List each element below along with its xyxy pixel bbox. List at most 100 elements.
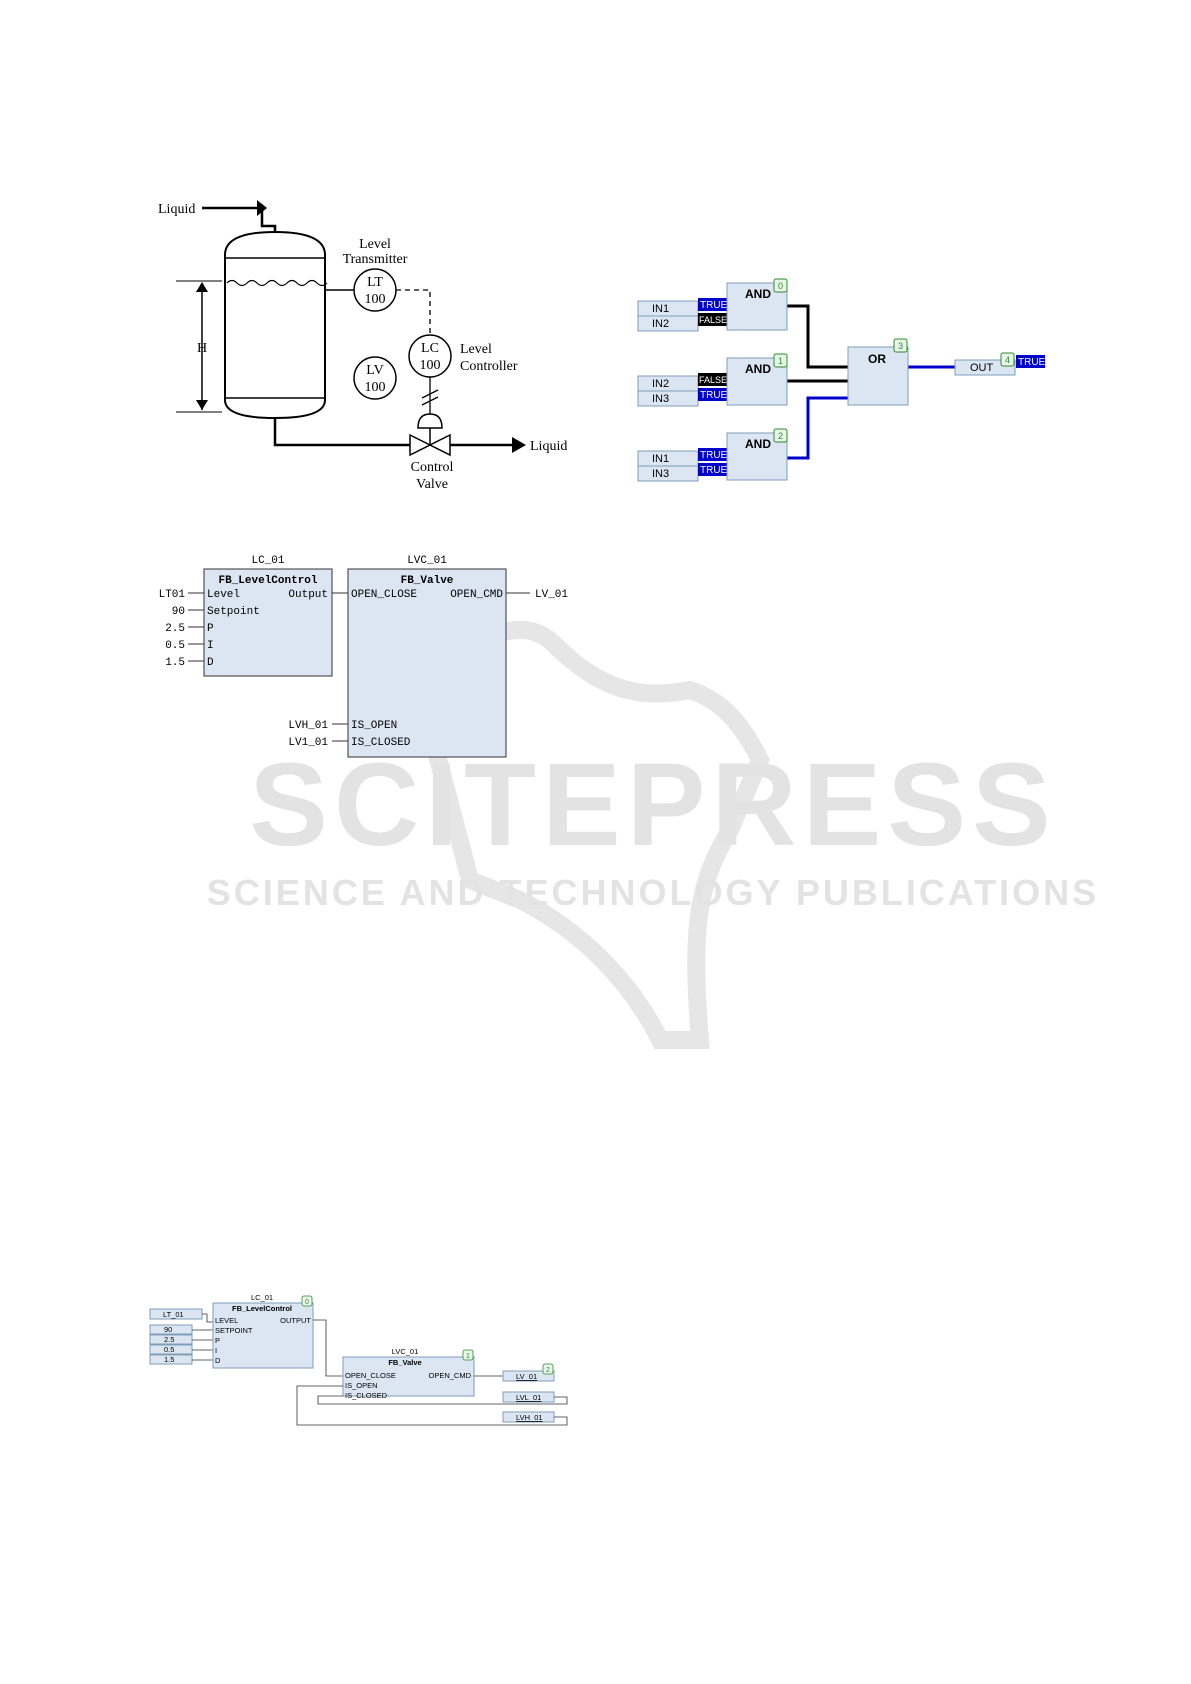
and0-value-2: FALSE bbox=[699, 315, 727, 325]
lc-input-value-level: LT01 bbox=[159, 589, 186, 601]
outlet-pipe bbox=[273, 418, 410, 447]
pid-diagram: Liquid H Level Transmitter LT 100 LC 100… bbox=[158, 200, 567, 492]
cs-lc-input-i: I bbox=[215, 1346, 217, 1355]
lvc-instance-label: LVC_01 bbox=[407, 555, 447, 567]
cs-lc-input-p: P bbox=[215, 1336, 220, 1345]
cs-lc-input-level: LEVEL bbox=[215, 1316, 238, 1325]
lv-instrument bbox=[353, 356, 397, 400]
lc-block[interactable] bbox=[203, 568, 333, 677]
and-gate-0[interactable]: IN1 IN2 TRUE FALSE AND 0 bbox=[637, 278, 788, 332]
watermark-logo-shape bbox=[409, 620, 770, 1049]
and2-value-1: TRUE bbox=[700, 450, 728, 461]
cs-lvh01-label: LVH_01 bbox=[516, 1413, 543, 1422]
liquid-out-label: Liquid bbox=[530, 439, 567, 454]
lc-input-level: Level bbox=[207, 589, 240, 601]
cs-lvc-input-open-close: OPEN_CLOSE bbox=[345, 1371, 396, 1380]
height-label: H bbox=[197, 341, 207, 356]
cs-lvc-number: 1 bbox=[466, 1353, 470, 1360]
and0-number-badge: 0 bbox=[778, 281, 783, 291]
cs-lv01-variable[interactable] bbox=[502, 1370, 555, 1382]
lt-tag: LT bbox=[367, 275, 383, 290]
lc-input-i: I bbox=[207, 640, 214, 652]
lvc-input-is-open: IS_OPEN bbox=[351, 720, 397, 732]
cs-lc-output: OUTPUT bbox=[280, 1316, 311, 1325]
lvc-input-open-close: OPEN_CLOSE bbox=[351, 589, 417, 601]
and-gate-2[interactable]: IN1 IN3 TRUE TRUE AND 2 bbox=[637, 428, 788, 482]
and1-label: AND bbox=[745, 362, 771, 376]
lv-tag: LV bbox=[366, 363, 383, 378]
fbd-diagram: LC_01 FB_LevelControl LT01 90 2.5 0.5 1.… bbox=[159, 555, 568, 758]
cs-lc-input-d: D bbox=[215, 1356, 221, 1365]
logic-diagram: IN1 IN2 TRUE FALSE AND 0 IN2 IN3 FALSE T… bbox=[637, 278, 1046, 482]
lc-type-label: FB_LevelControl bbox=[218, 575, 317, 587]
lc-number: 100 bbox=[420, 358, 441, 373]
cs-lvc-input-is-open: IS_OPEN bbox=[345, 1381, 378, 1390]
level-transmitter-label-1: Level bbox=[359, 237, 391, 252]
cs-out-number: 2 bbox=[546, 1367, 550, 1374]
output-out[interactable]: OUT 4 TRUE bbox=[954, 352, 1046, 376]
cs-lv01-label: LV_01 bbox=[516, 1372, 537, 1381]
cs-i-value: 0.5 bbox=[164, 1345, 174, 1354]
tank-vessel bbox=[224, 230, 326, 420]
cs-wire-output bbox=[313, 1319, 343, 1377]
cs-lc-number: 0 bbox=[305, 1299, 309, 1306]
cs-lc-block[interactable] bbox=[212, 1302, 314, 1369]
level-controller-label-2: Controller bbox=[460, 359, 518, 374]
out-number-badge: 4 bbox=[1005, 355, 1010, 365]
watermark-tagline: SCIENCE AND TECHNOLOGY PUBLICATIONS bbox=[207, 872, 1099, 913]
lt01-label: LT_01 bbox=[163, 1310, 184, 1319]
level-transmitter-label-2: Transmitter bbox=[343, 252, 408, 267]
lc-input-value-i: 0.5 bbox=[165, 640, 185, 652]
or-gate[interactable]: OR 3 bbox=[847, 338, 909, 406]
codesys-diagram: LT_01 90 2.5 0.5 1.5 LC_01 FB_LevelContr… bbox=[149, 1293, 568, 1426]
and2-input-2: IN3 bbox=[652, 468, 669, 480]
watermark: SCITEPRESS SCIENCE AND TECHNOLOGY PUBLIC… bbox=[207, 620, 1099, 1049]
liquid-surface bbox=[226, 279, 328, 287]
cs-feedback-is-closed bbox=[317, 1395, 568, 1405]
liquid-in-label: Liquid bbox=[158, 202, 195, 217]
cs-lvc-type: FB_Valve bbox=[388, 1358, 421, 1367]
inlet-pipe bbox=[202, 206, 277, 236]
lvc-input-is-closed: IS_CLOSED bbox=[351, 737, 411, 749]
out-value: TRUE bbox=[1018, 357, 1046, 368]
valve-actuator bbox=[417, 413, 443, 429]
cs-lc-instance: LC_01 bbox=[251, 1293, 273, 1302]
lvc-output-open-cmd: OPEN_CMD bbox=[450, 589, 503, 601]
cs-setpoint-value: 90 bbox=[164, 1325, 172, 1334]
and0-input-1: IN1 bbox=[652, 303, 669, 315]
lvc-type-label: FB_Valve bbox=[401, 575, 454, 587]
and1-number-badge: 1 bbox=[778, 356, 783, 366]
cs-lvc-output: OPEN_CMD bbox=[428, 1371, 471, 1380]
lv-number: 100 bbox=[365, 380, 386, 395]
cs-feedback-is-open bbox=[296, 1385, 568, 1426]
lc-input-value-p: 2.5 bbox=[165, 623, 185, 635]
lvc-input-value-is-open: LVH_01 bbox=[288, 720, 328, 732]
lc-instance-label: LC_01 bbox=[251, 555, 284, 567]
lc-input-value-d: 1.5 bbox=[165, 657, 185, 669]
lvc-input-value-is-closed: LV1_01 bbox=[288, 737, 328, 749]
wire-and2-or bbox=[787, 396, 848, 460]
cs-p-value: 2.5 bbox=[164, 1335, 174, 1344]
and-gate-1[interactable]: IN2 IN3 FALSE TRUE AND 1 bbox=[637, 353, 788, 407]
and2-value-2: TRUE bbox=[700, 465, 728, 476]
control-valve-label-2: Valve bbox=[416, 477, 448, 492]
lc-input-p: P bbox=[207, 623, 214, 635]
and1-input-1: IN2 bbox=[652, 378, 669, 390]
and2-number-badge: 2 bbox=[778, 431, 783, 441]
lc-output: Output bbox=[288, 589, 328, 601]
cs-lvl01-label: LVL_01 bbox=[516, 1393, 541, 1402]
wire-and0-or bbox=[787, 304, 848, 369]
lc-tag: LC bbox=[421, 341, 439, 356]
cs-lvc-block[interactable] bbox=[342, 1356, 475, 1397]
and1-value-1: FALSE bbox=[699, 375, 727, 385]
or-label: OR bbox=[868, 352, 886, 366]
cs-lvc-input-is-closed: IS_CLOSED bbox=[345, 1391, 388, 1400]
lt-number: 100 bbox=[365, 292, 386, 307]
lc-input-value-setpoint: 90 bbox=[172, 606, 185, 618]
and1-input-2: IN3 bbox=[652, 393, 669, 405]
lvc-block[interactable] bbox=[347, 568, 507, 758]
level-controller-label-1: Level bbox=[460, 342, 492, 357]
lc-input-d: D bbox=[207, 657, 214, 669]
and0-input-2: IN2 bbox=[652, 318, 669, 330]
and0-value-1: TRUE bbox=[700, 300, 728, 311]
